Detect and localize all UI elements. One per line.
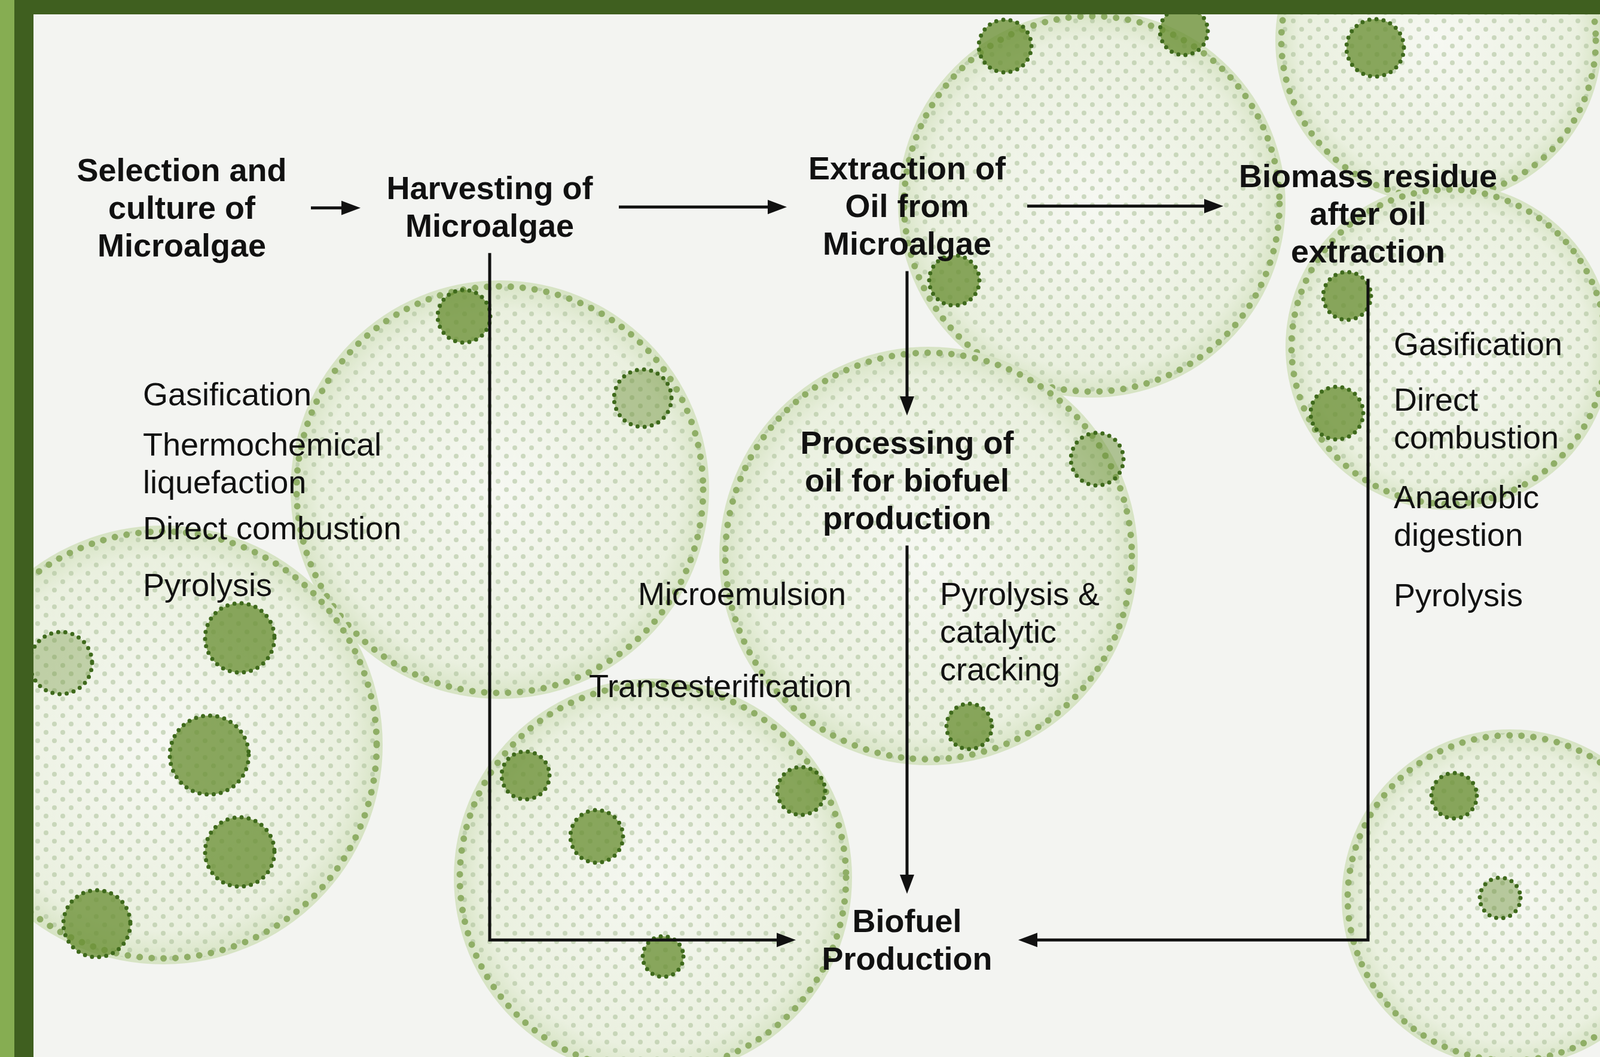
- step-text: Biomass residue after oil extraction: [1232, 157, 1504, 271]
- arrow-head: [899, 396, 915, 416]
- flow-line: [905, 545, 909, 877]
- flow-line: [310, 206, 343, 210]
- arrow-head: [1204, 199, 1224, 214]
- process-label: Direct combustion: [142, 509, 402, 548]
- process-step: Harvesting of Microalgae: [366, 166, 613, 247]
- process-label: Pyrolysis: [1393, 576, 1523, 615]
- flow-line: [618, 205, 769, 209]
- process-step: Biomass residue after oil extraction: [1229, 154, 1507, 274]
- arrow-head: [776, 932, 796, 948]
- step-text: Harvesting of Microalgae: [370, 169, 610, 245]
- flow-arrow: [618, 199, 787, 215]
- daughter-colonies: [29, 7, 1521, 977]
- step-text: Biofuel Production: [805, 902, 1009, 978]
- flow-arrow: [1018, 279, 1369, 948]
- step-text: Processing of oil for biofuel production: [787, 423, 1027, 538]
- process-label: Pyrolysis: [142, 566, 273, 604]
- process-label: Pyrolysis & catalytic cracking: [939, 575, 1132, 689]
- arrow-head: [341, 200, 361, 216]
- flow-arrow: [310, 200, 361, 216]
- process-step: Selection and culture of Microalgae: [58, 148, 305, 268]
- process-step: Extraction of Oil from Microalgae: [792, 147, 1022, 266]
- arrow-head: [1018, 932, 1038, 948]
- flow-arrow: [1027, 199, 1224, 214]
- process-label: Gasification: [1393, 325, 1563, 363]
- step-text: Extraction of Oil from Microalgae: [796, 149, 1018, 264]
- step-text: Selection and culture of Microalgae: [62, 151, 302, 265]
- process-step: Processing of oil for biofuel production: [783, 421, 1031, 540]
- flow-line: [905, 271, 909, 399]
- process-label: Gasification: [142, 375, 312, 414]
- process-label: Anaerobic digestion: [1393, 478, 1592, 554]
- process-label: Microemulsion: [637, 575, 847, 613]
- process-label: Direct combustion: [1393, 380, 1592, 457]
- process-step: Biofuel Production: [801, 899, 1013, 980]
- process-label: Transesterification: [588, 667, 852, 705]
- arrow-head: [899, 874, 915, 894]
- flow-line: [1027, 204, 1206, 208]
- arrow-head: [767, 199, 787, 215]
- process-label: Thermochemical liquefaction: [142, 425, 406, 502]
- flow-arrow: [899, 545, 915, 895]
- flow-arrow: [899, 271, 915, 417]
